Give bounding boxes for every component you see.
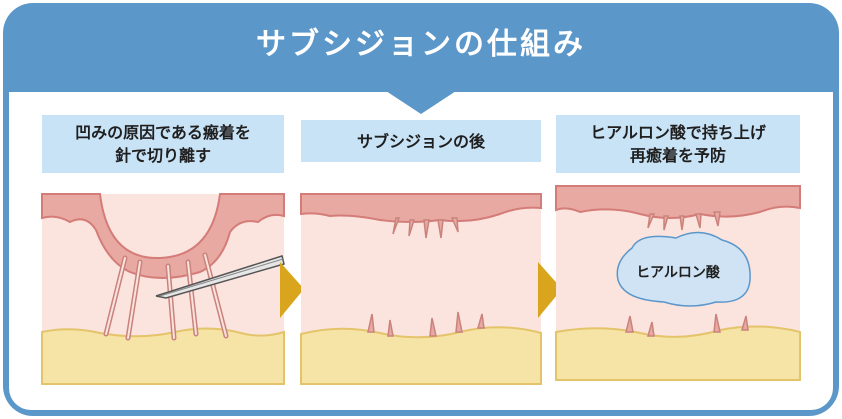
panel-1-caption-line2: 針で切り離す (114, 146, 211, 165)
hyaluronic-acid-gel (616, 231, 751, 307)
arrow-right-icon (280, 262, 304, 318)
panel-2-illustration (300, 193, 542, 385)
panel-3-caption-line2: 再癒着を予防 (629, 146, 726, 165)
panel-3-caption-line1: ヒアルロン酸で持ち上げ (590, 123, 766, 142)
needle-icon (155, 255, 285, 299)
panel-1-caption-line1: 凹みの原因である瘢着を (75, 123, 251, 142)
panel-2-caption: サブシジョンの後 (301, 120, 541, 162)
panel-2-caption-line1: サブシジョンの後 (356, 131, 485, 151)
header-notch (386, 91, 456, 114)
hyaluronic-acid-label: ヒアルロン酸 (636, 265, 720, 281)
panel-3-illustration (555, 185, 801, 381)
page-title: サブシジョンの仕組み (256, 27, 586, 62)
arrow-right-icon (538, 262, 562, 318)
panel-3-caption: ヒアルロン酸で持ち上げ 再癒着を予防 (556, 115, 800, 173)
panel-1-illustration (41, 193, 285, 385)
panel-1-caption: 凹みの原因である瘢着を 針で切り離す (42, 115, 284, 173)
